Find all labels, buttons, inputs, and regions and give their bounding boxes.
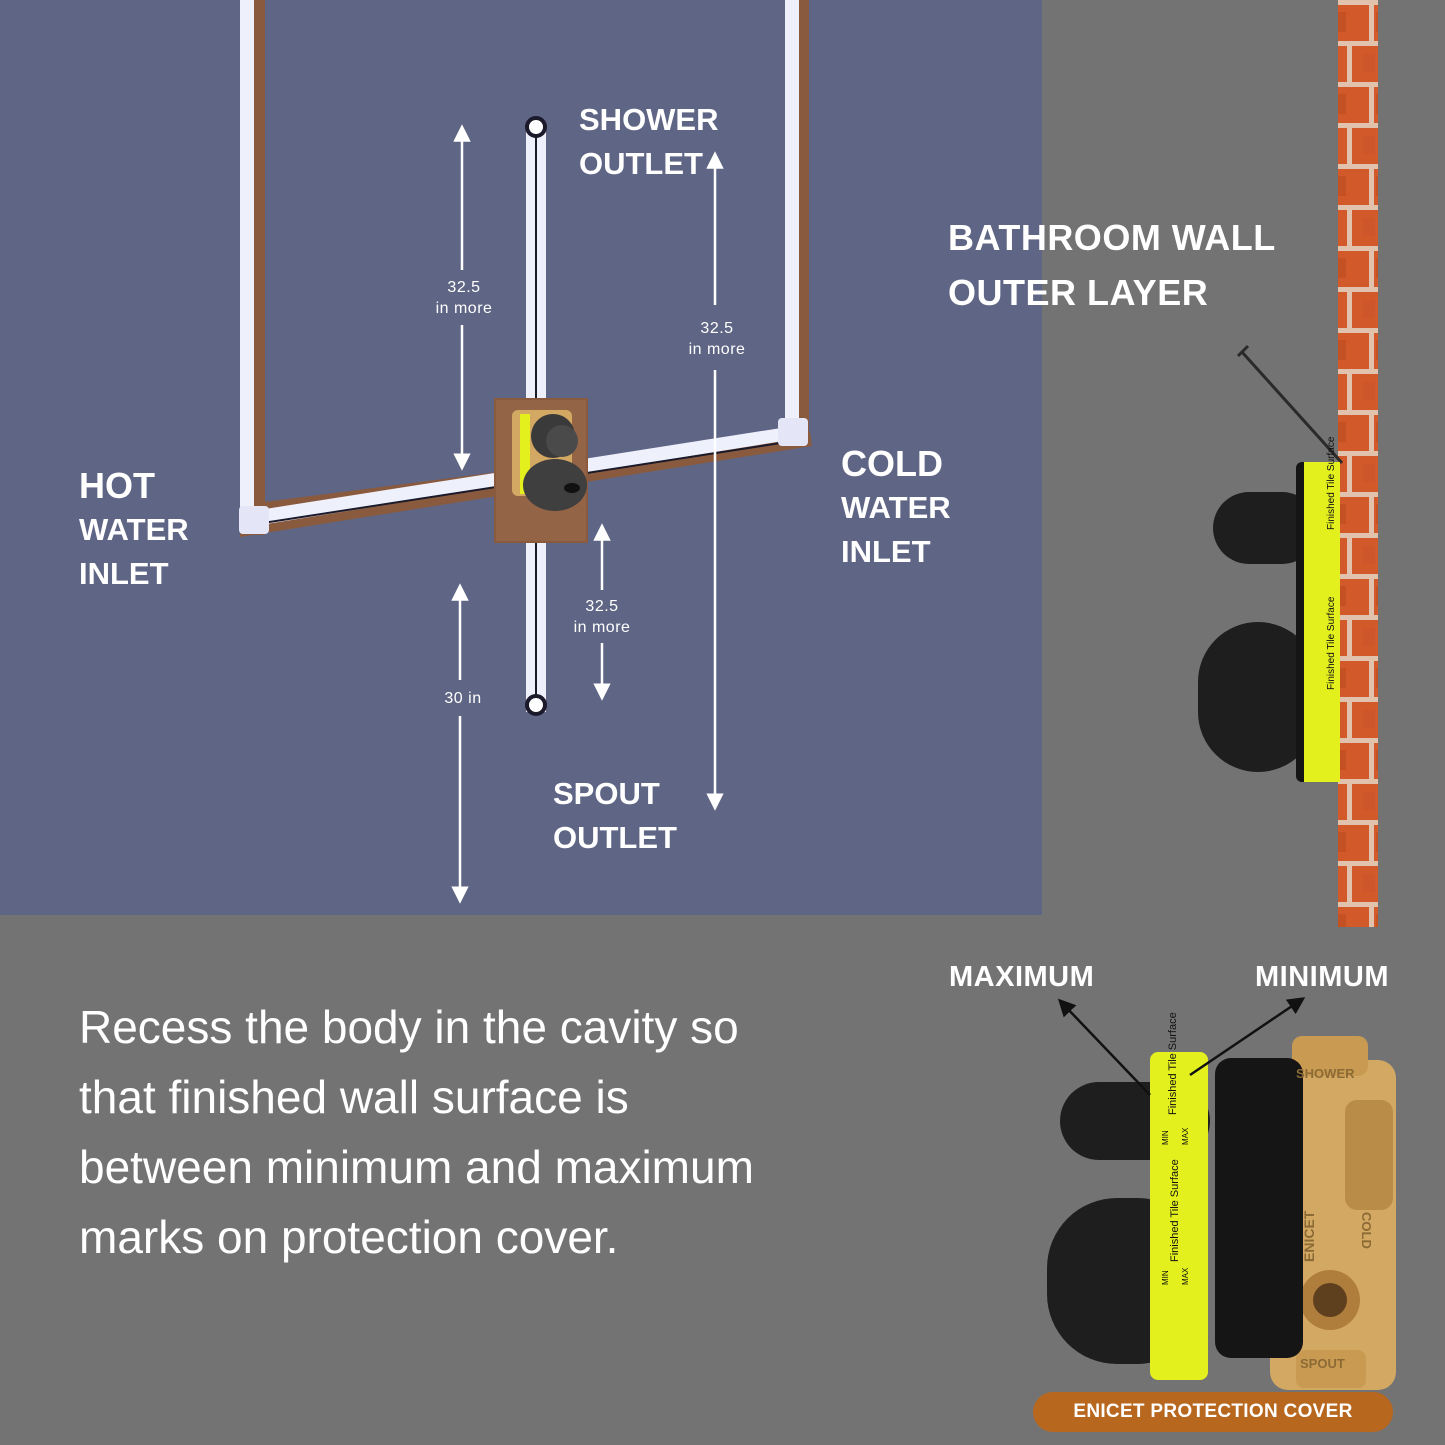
- pipe-hot-vertical: [240, 0, 254, 520]
- shower-outlet-line-2: OUTLET: [579, 146, 703, 181]
- dimension-upper-left-value: 32.5: [447, 279, 481, 296]
- dimension-lower-right-unit: in more: [573, 619, 631, 636]
- brick-wall: [1338, 0, 1378, 927]
- closeup-finished-text-2: Finished Tile Surface: [1169, 1159, 1181, 1262]
- wall-section: [1198, 0, 1378, 927]
- cold-inlet-line-1: COLD: [841, 443, 943, 484]
- minimum-pointer: [1189, 997, 1306, 1077]
- cover-band-side: [1304, 462, 1340, 782]
- cold-inlet-line-2: WATER: [841, 490, 951, 525]
- shower-outlet-label: SHOWER OUTLET: [579, 98, 719, 186]
- maximum-pointer: [1057, 998, 1151, 1096]
- maximum-label: MAXIMUM: [949, 961, 1095, 993]
- cold-inlet-line-3: INLET: [841, 534, 931, 569]
- dimension-upper-right-unit: in more: [688, 341, 746, 358]
- dimension-floor: 30 in: [444, 690, 482, 707]
- side-finished-text: Finished Tile Surface: [1326, 436, 1337, 530]
- cover-markings: Finished Tile Surface Finished Tile Surf…: [1161, 436, 1337, 1285]
- dimension-upper-left: 32.5 in more: [424, 277, 504, 319]
- wall-pointer-line: [1240, 350, 1344, 465]
- bathroom-wall-label: BATHROOM WALL OUTER LAYER: [948, 210, 1276, 320]
- dimension-arrows: [451, 124, 724, 904]
- valve-shower-mark: SHOWER: [1296, 1066, 1355, 1081]
- minimum-label: MINIMUM: [1255, 961, 1389, 993]
- dimension-lower-right-value: 32.5: [585, 598, 619, 615]
- closeup-finished-text: Finished Tile Surface: [1167, 1012, 1179, 1115]
- cold-water-inlet-label: COLD WATER INLET: [841, 442, 951, 574]
- closeup-min-mark: MIN: [1161, 1130, 1170, 1145]
- spout-outlet-line-2: OUTLET: [553, 820, 677, 855]
- pipe-cold-vertical: [785, 0, 799, 432]
- hot-inlet-line-3: INLET: [79, 556, 169, 591]
- dimension-lower-right: 32.5 in more: [562, 596, 642, 638]
- valve-cold-mark: COLD: [1359, 1212, 1374, 1249]
- cover-cap-upper: [1213, 492, 1318, 564]
- bathroom-wall-line-2: OUTER LAYER: [948, 272, 1209, 313]
- spout-outlet-point: [525, 694, 547, 716]
- side-finished-text-2: Finished Tile Surface: [1326, 596, 1337, 690]
- closeup-max-mark: MAX: [1181, 1127, 1190, 1145]
- hot-inlet-line-1: HOT: [79, 465, 155, 506]
- closeup-max-mark-2: MAX: [1181, 1267, 1190, 1285]
- closeup-min-mark-2: MIN: [1161, 1270, 1170, 1285]
- shower-outlet-point: [525, 116, 547, 138]
- cover-band: [1150, 1052, 1208, 1380]
- valve-spout-mark: SPOUT: [1300, 1356, 1345, 1371]
- bathroom-wall-line-1: BATHROOM WALL: [948, 217, 1276, 258]
- hot-inlet-line-2: WATER: [79, 512, 189, 547]
- dimension-upper-right: 32.5 in more: [677, 318, 757, 360]
- valve-brand-mark: ENICET: [1301, 1210, 1317, 1262]
- protection-cover-tag: ENICET PROTECTION COVER: [1033, 1392, 1393, 1432]
- dimension-upper-left-unit: in more: [435, 300, 493, 317]
- pipe-elbow-right: [778, 418, 808, 446]
- instructions-text: Recess the body in the cavity so that fi…: [79, 1001, 754, 1263]
- protection-cover-closeup: [1047, 997, 1396, 1390]
- copper-strip-left: [252, 0, 265, 535]
- dimension-upper-right-value: 32.5: [700, 320, 734, 337]
- hot-water-inlet-label: HOT WATER INLET: [79, 464, 189, 596]
- shower-outlet-line-1: SHOWER: [579, 102, 719, 137]
- cover-cap-lower: [1198, 622, 1318, 772]
- spout-outlet-line-1: SPOUT: [553, 776, 660, 811]
- pipe-elbow-left: [239, 506, 269, 534]
- valve-markings: SHOWER ENICET COLD SPOUT: [1296, 1066, 1374, 1371]
- mixer-valve: [494, 398, 588, 543]
- spout-outlet-label: SPOUT OUTLET: [553, 772, 677, 860]
